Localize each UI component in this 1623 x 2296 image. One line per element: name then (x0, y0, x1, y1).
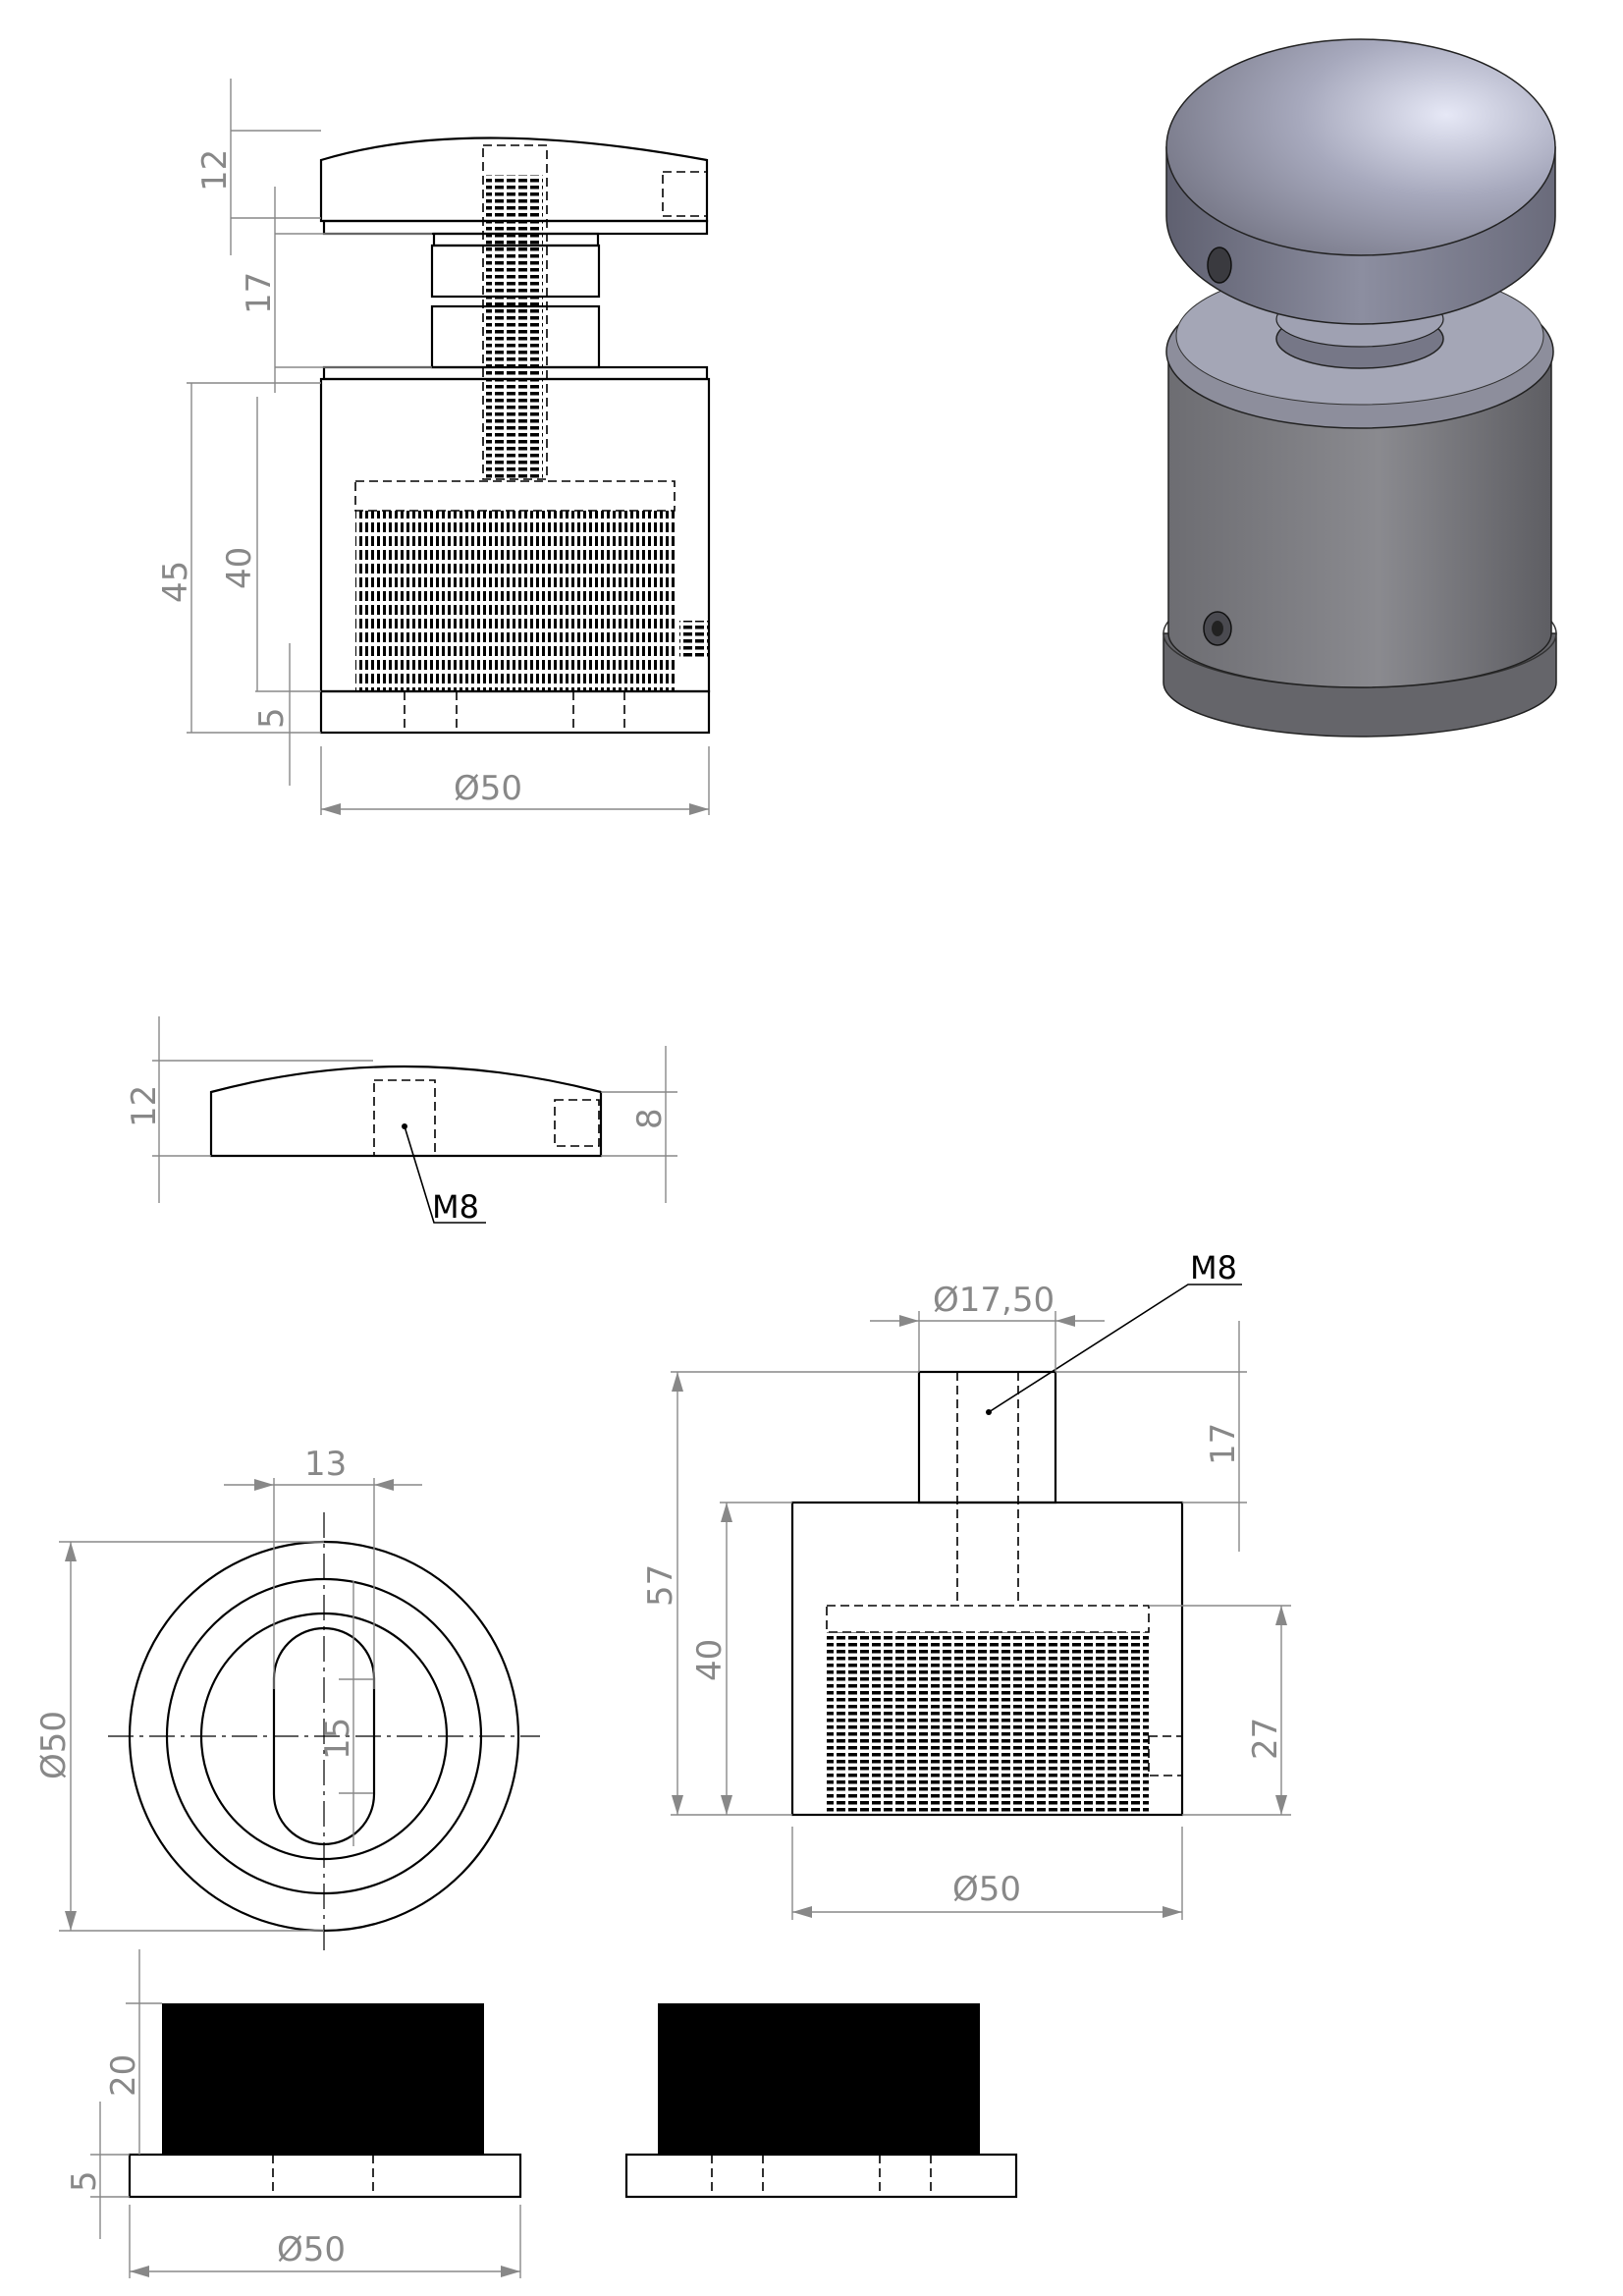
iso-base-body (1167, 353, 1552, 688)
cap-hole-depth-label: 8 (630, 1108, 670, 1129)
assembly-cap-outline (319, 137, 709, 223)
assembly-front-view: 12 17 45 40 5 Ø50 (156, 79, 711, 815)
assembly-base-plate (319, 689, 711, 735)
stud-bore-thread (827, 1632, 1149, 1815)
rubber-pad-block-left (162, 2003, 484, 2155)
stud-set-screw-hole (1148, 1735, 1183, 1777)
assembly-base-plate-label: 5 (252, 707, 292, 729)
cap-view: M8 12 8 (125, 1016, 677, 1226)
slot-plate-diameter-label: Ø50 (34, 1711, 74, 1779)
stud-bore-hidden (826, 1605, 1150, 1633)
assembly-cap-side-hole (662, 171, 708, 217)
pad-plate-height-label: 5 (65, 2170, 104, 2192)
pad-diameter-label: Ø50 (277, 2230, 346, 2269)
rubber-pad-view-left: 20 5 Ø50 (65, 1949, 522, 2278)
iso-cap-top (1165, 38, 1556, 256)
assembly-spacer-height-label: 17 (240, 272, 279, 314)
assembly-bore-hidden (354, 480, 676, 512)
rubber-pad-plate-right (624, 2153, 1018, 2199)
rubber-pad-plate-left (128, 2153, 522, 2199)
cap-thread-hole (373, 1079, 436, 1157)
rubber-pad-view-right (624, 2003, 1018, 2199)
assembly-diameter-label: Ø50 (454, 769, 522, 808)
cap-side-hole (554, 1099, 600, 1147)
pad-height-label: 20 (104, 2054, 143, 2097)
isometric-render (1163, 38, 1557, 738)
rubber-pad-block-right (658, 2003, 980, 2155)
slot-plate-view: 13 15 Ø50 (34, 1445, 540, 1954)
stud-body-diameter-label: Ø50 (952, 1870, 1021, 1909)
stud-height-label: 17 (1204, 1423, 1243, 1465)
stud-bore-depth-label: 27 (1246, 1718, 1285, 1760)
stud-total-height-label: 57 (641, 1564, 680, 1607)
cap-outline (209, 1065, 603, 1158)
assembly-set-screw (679, 621, 709, 658)
slot-length-label: 15 (318, 1718, 357, 1760)
cap-thread-label: M8 (432, 1188, 479, 1226)
slot-width-label: 13 (304, 1445, 347, 1484)
assembly-base-total-label: 45 (156, 561, 195, 603)
stud-thread-label: M8 (1190, 1249, 1237, 1286)
stud-outline (917, 1370, 1057, 1504)
stud-body-view: M8 Ø17,50 17 57 40 27 Ø50 (641, 1249, 1291, 1920)
stud-diameter-label: Ø17,50 (933, 1281, 1055, 1320)
assembly-base-body-label: 40 (220, 547, 259, 589)
assembly-bolt-thread (486, 175, 543, 479)
iso-cap-hole (1207, 246, 1232, 284)
assembly-bore-thread (355, 511, 675, 691)
cap-height-label: 12 (125, 1085, 164, 1127)
assembly-cap-height-label: 12 (195, 149, 235, 191)
stud-body-height-label: 40 (690, 1639, 730, 1681)
